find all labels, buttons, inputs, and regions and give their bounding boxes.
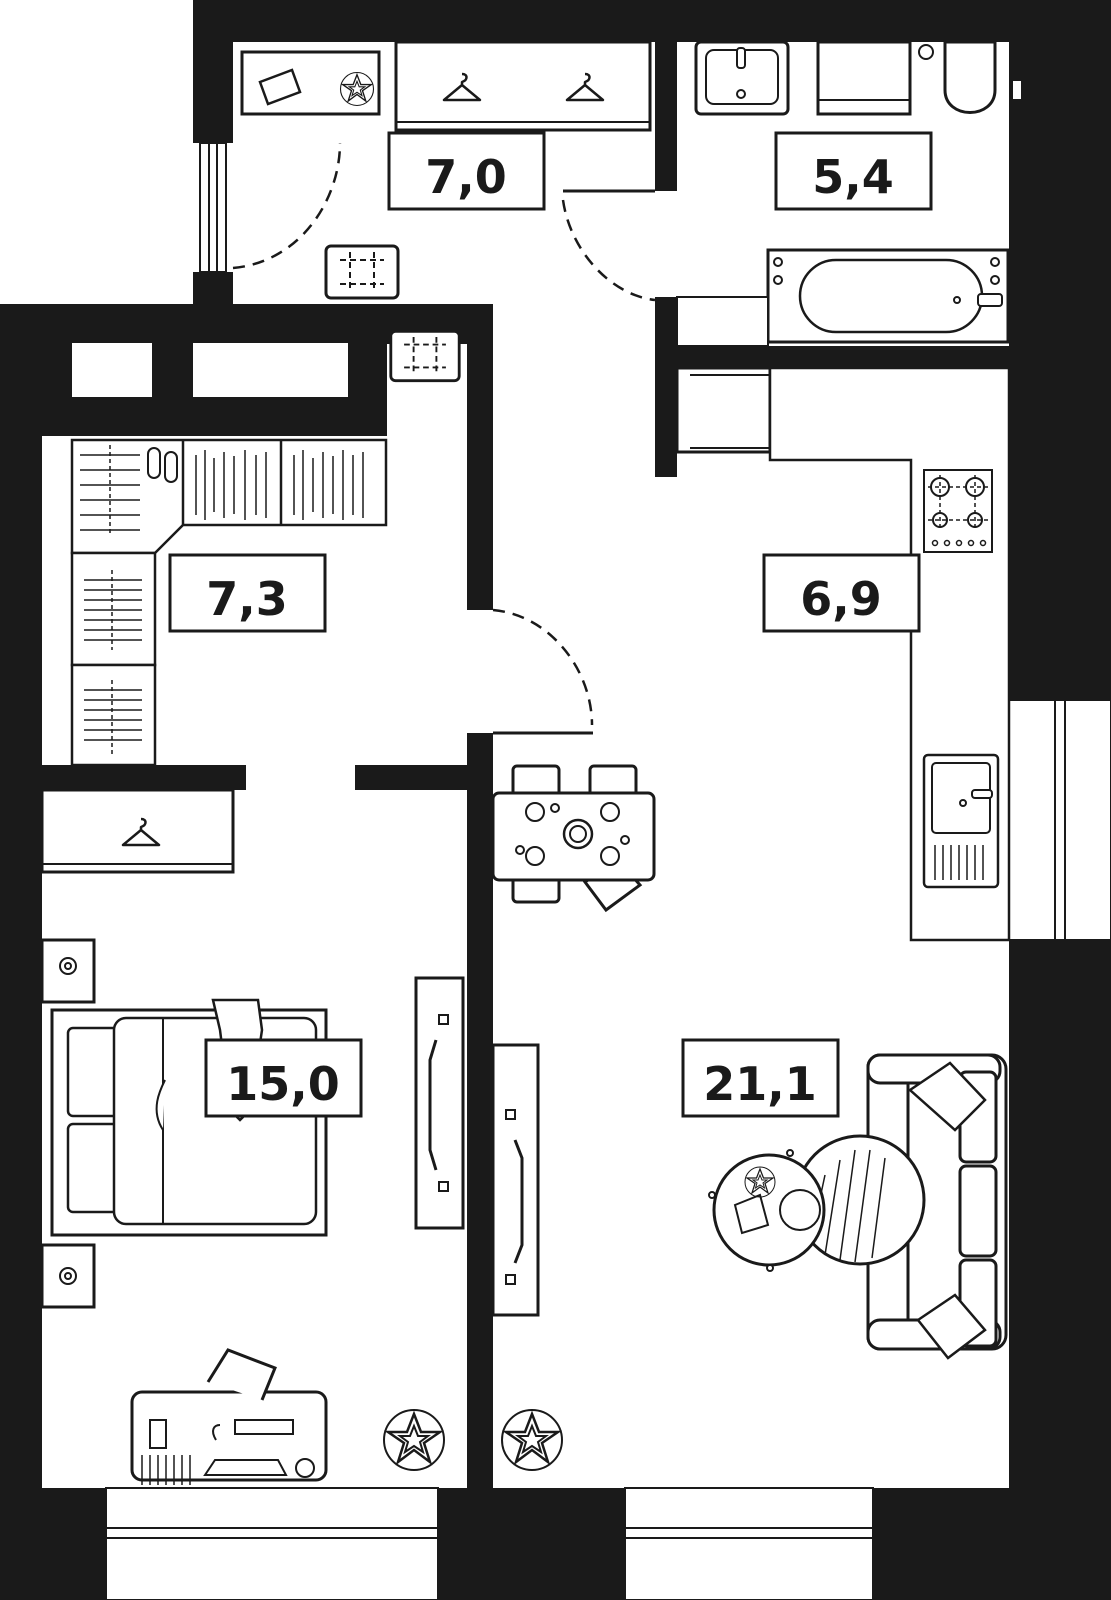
svg-text:7,0: 7,0: [425, 150, 507, 204]
living-furniture: [491, 764, 1008, 1472]
svg-text:21,1: 21,1: [703, 1057, 817, 1111]
hallway-furniture: [240, 40, 652, 383]
dining-table: [491, 764, 656, 913]
wall-bath-lower: [655, 297, 677, 477]
door-bathroom: [561, 189, 656, 302]
area-label-living-room: 21,1: [681, 1038, 840, 1118]
washing-machine: [816, 40, 912, 116]
wall-bath-divider: [655, 0, 677, 191]
wall-top: [193, 0, 1111, 42]
wall-right-upper: [1009, 0, 1111, 700]
area-label-bathroom: 5,4: [774, 131, 933, 211]
coffee-table: [708, 1149, 826, 1272]
bedroom-wardrobe: [40, 788, 235, 874]
svg-text:5,4: 5,4: [812, 150, 894, 204]
area-label-hallway: 7,0: [387, 131, 546, 211]
window-bedroom: [105, 1487, 439, 1600]
area-label-wardrobe: 7,3: [168, 553, 327, 633]
svg-text:7,3: 7,3: [206, 572, 288, 626]
plant-icon: [500, 1408, 564, 1472]
area-label-kitchen: 6,9: [762, 553, 921, 633]
walk-in-wardrobe-shelves: [70, 438, 388, 767]
hallway-wardrobe: [394, 40, 652, 132]
desk-chair: [206, 1348, 277, 1401]
wall-bedroom-top-left: [42, 765, 246, 790]
wall-central: [467, 733, 493, 1488]
bathroom-fixtures: [676, 40, 1023, 347]
wall-hallway-left: [193, 0, 233, 143]
area-label-bedroom: 15,0: [204, 1038, 363, 1118]
desk: [130, 1390, 328, 1482]
wall-wardrobe-right: [467, 304, 493, 610]
toilet: [943, 40, 997, 114]
shoes-icon: [147, 447, 178, 483]
wall-right-step: [1009, 220, 1111, 236]
stove-icon: [923, 469, 993, 553]
window-hallway: [199, 142, 227, 273]
fridge: [675, 366, 772, 454]
kitchen-sink-icon: [922, 753, 1000, 889]
door-entrance: [232, 142, 342, 270]
wall-bath-bottom: [655, 346, 1009, 368]
doors: [232, 142, 656, 735]
svg-text:15,0: 15,0: [226, 1057, 340, 1111]
wall-hallway-left-low: [193, 272, 233, 304]
wall-left: [0, 304, 42, 1600]
wall-bedroom-top-right: [355, 765, 493, 790]
bedroom-furniture: [40, 788, 465, 1485]
svg-text:6,9: 6,9: [800, 572, 882, 626]
vent-icon: [389, 329, 461, 383]
vent-icon: [324, 244, 400, 300]
plant-icon: [382, 1408, 446, 1472]
window-kitchen: [1008, 699, 1111, 941]
kitchen-fixtures: [675, 366, 1011, 942]
window-living: [624, 1487, 874, 1600]
windows: [105, 142, 1111, 1600]
door-bedroom-wardrobe: [492, 608, 594, 735]
